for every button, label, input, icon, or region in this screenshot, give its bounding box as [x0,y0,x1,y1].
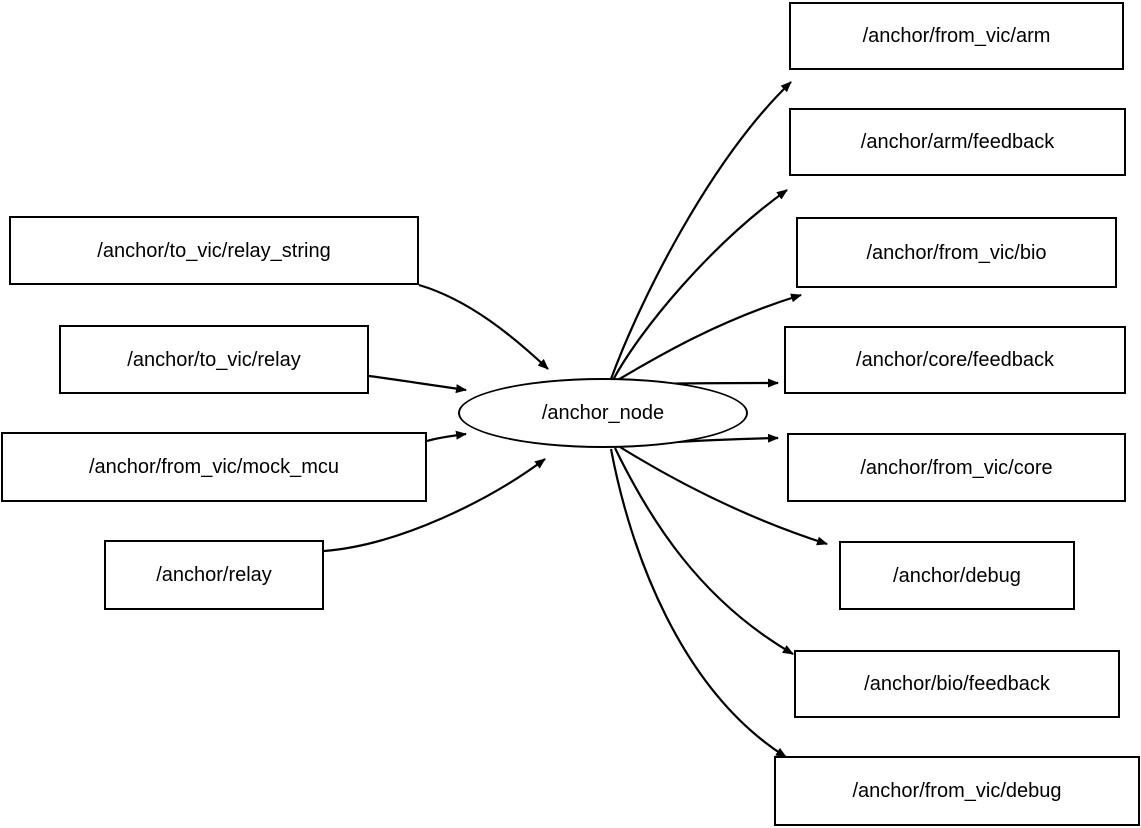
topic-label: /anchor/to_vic/relay_string [97,239,331,262]
graph-edge [612,189,788,381]
topic-box-from-vic-debug[interactable]: /anchor/from_vic/debug [774,756,1140,826]
graph-edge [614,447,794,655]
topic-label: /anchor/from_vic/arm [862,25,1051,47]
topic-box-arm-feedback[interactable]: /anchor/arm/feedback [789,108,1126,176]
topic-label: /anchor/to_vic/relay [127,348,301,371]
graph-edge [426,430,467,443]
topic-label: /anchor/from_vic/mock_mcu [88,456,340,478]
graph-edge [609,81,792,380]
graph-edge [609,448,787,758]
graph-edge [619,446,828,546]
graph-edge [323,458,546,553]
graph-edge [368,374,467,394]
topic-box-from-vic-core[interactable]: /anchor/from_vic/core [787,433,1126,502]
topic-label: /anchor/debug [893,564,1021,587]
topic-label: /anchor/bio/feedback [864,673,1050,695]
graph-edge [654,378,779,388]
topic-box-from-vic-mock-mcu[interactable]: /anchor/from_vic/mock_mcu [1,432,427,502]
topic-label: /anchor/relay [156,564,272,586]
topic-label: /anchor/from_vic/debug [852,780,1062,802]
topic-box-bio-feedback[interactable]: /anchor/bio/feedback [794,650,1120,718]
topic-box-to-vic-relay[interactable]: /anchor/to_vic/relay [59,325,369,394]
graph-edge [615,293,802,382]
topic-box-relay[interactable]: /anchor/relay [104,540,324,610]
topic-label: /anchor/core/feedback [856,349,1054,371]
topic-box-to-vic-relay-string[interactable]: /anchor/to_vic/relay_string [9,216,419,285]
topic-box-debug[interactable]: /anchor/debug [839,541,1075,610]
topic-label: /anchor/from_vic/bio [866,241,1047,264]
topic-label: /anchor/arm/feedback [860,131,1055,153]
graph-edge [418,283,549,370]
topic-box-core-feedback[interactable]: /anchor/core/feedback [784,326,1126,394]
graph-edge [656,433,779,445]
topic-box-from-vic-bio[interactable]: /anchor/from_vic/bio [796,217,1117,288]
topic-box-from-vic-arm[interactable]: /anchor/from_vic/arm [789,2,1124,70]
topic-label: /anchor/from_vic/core [860,456,1053,479]
